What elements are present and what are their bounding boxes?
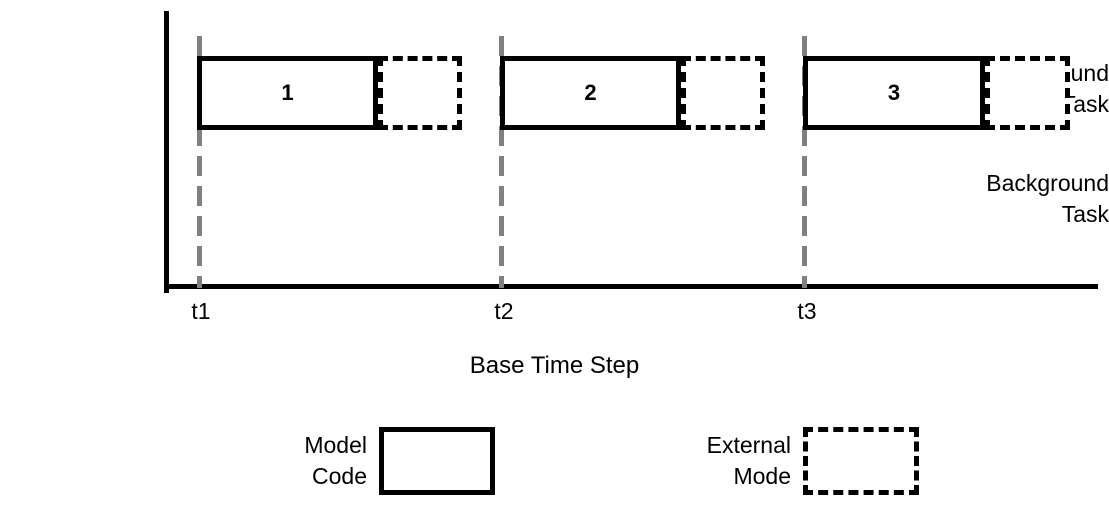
external-mode-block-1[interactable] bbox=[378, 56, 462, 130]
y-axis-line bbox=[164, 11, 169, 293]
foreground-task-bar-row: 1 2 3 bbox=[0, 56, 1109, 130]
y-axis-label-background-task: Background Task bbox=[986, 170, 1109, 227]
time-tick-line-t3 bbox=[802, 36, 807, 288]
model-code-block-1-label: 1 bbox=[281, 80, 294, 105]
legend-label-external-mode: External Mode bbox=[706, 432, 791, 489]
model-code-block-3-label: 3 bbox=[887, 80, 901, 105]
legend-item-external-mode: External Mode bbox=[661, 427, 919, 495]
external-mode-block-3[interactable] bbox=[985, 56, 1070, 130]
legend-item-model-code: Model Code bbox=[247, 427, 495, 495]
external-mode-block-2[interactable] bbox=[681, 56, 765, 130]
model-code-block-2-label: 2 bbox=[584, 80, 597, 105]
legend-swatch-external-mode bbox=[803, 427, 919, 495]
x-axis-line bbox=[164, 284, 1098, 289]
time-tick-line-t1 bbox=[197, 36, 202, 288]
x-tick-label-t2: t2 bbox=[494, 298, 514, 324]
legend-swatch-model-code bbox=[379, 427, 495, 495]
model-code-block-1[interactable]: 1 bbox=[197, 56, 378, 130]
model-code-block-3[interactable]: 3 bbox=[803, 56, 985, 130]
x-axis-title: Base Time Step bbox=[469, 352, 640, 379]
time-tick-line-t2 bbox=[499, 36, 504, 288]
model-code-block-2[interactable]: 2 bbox=[500, 56, 681, 130]
x-tick-label-t3: t3 bbox=[797, 298, 817, 324]
x-tick-label-t1: t1 bbox=[191, 298, 211, 324]
legend-label-model-code: Model Code bbox=[304, 432, 367, 489]
